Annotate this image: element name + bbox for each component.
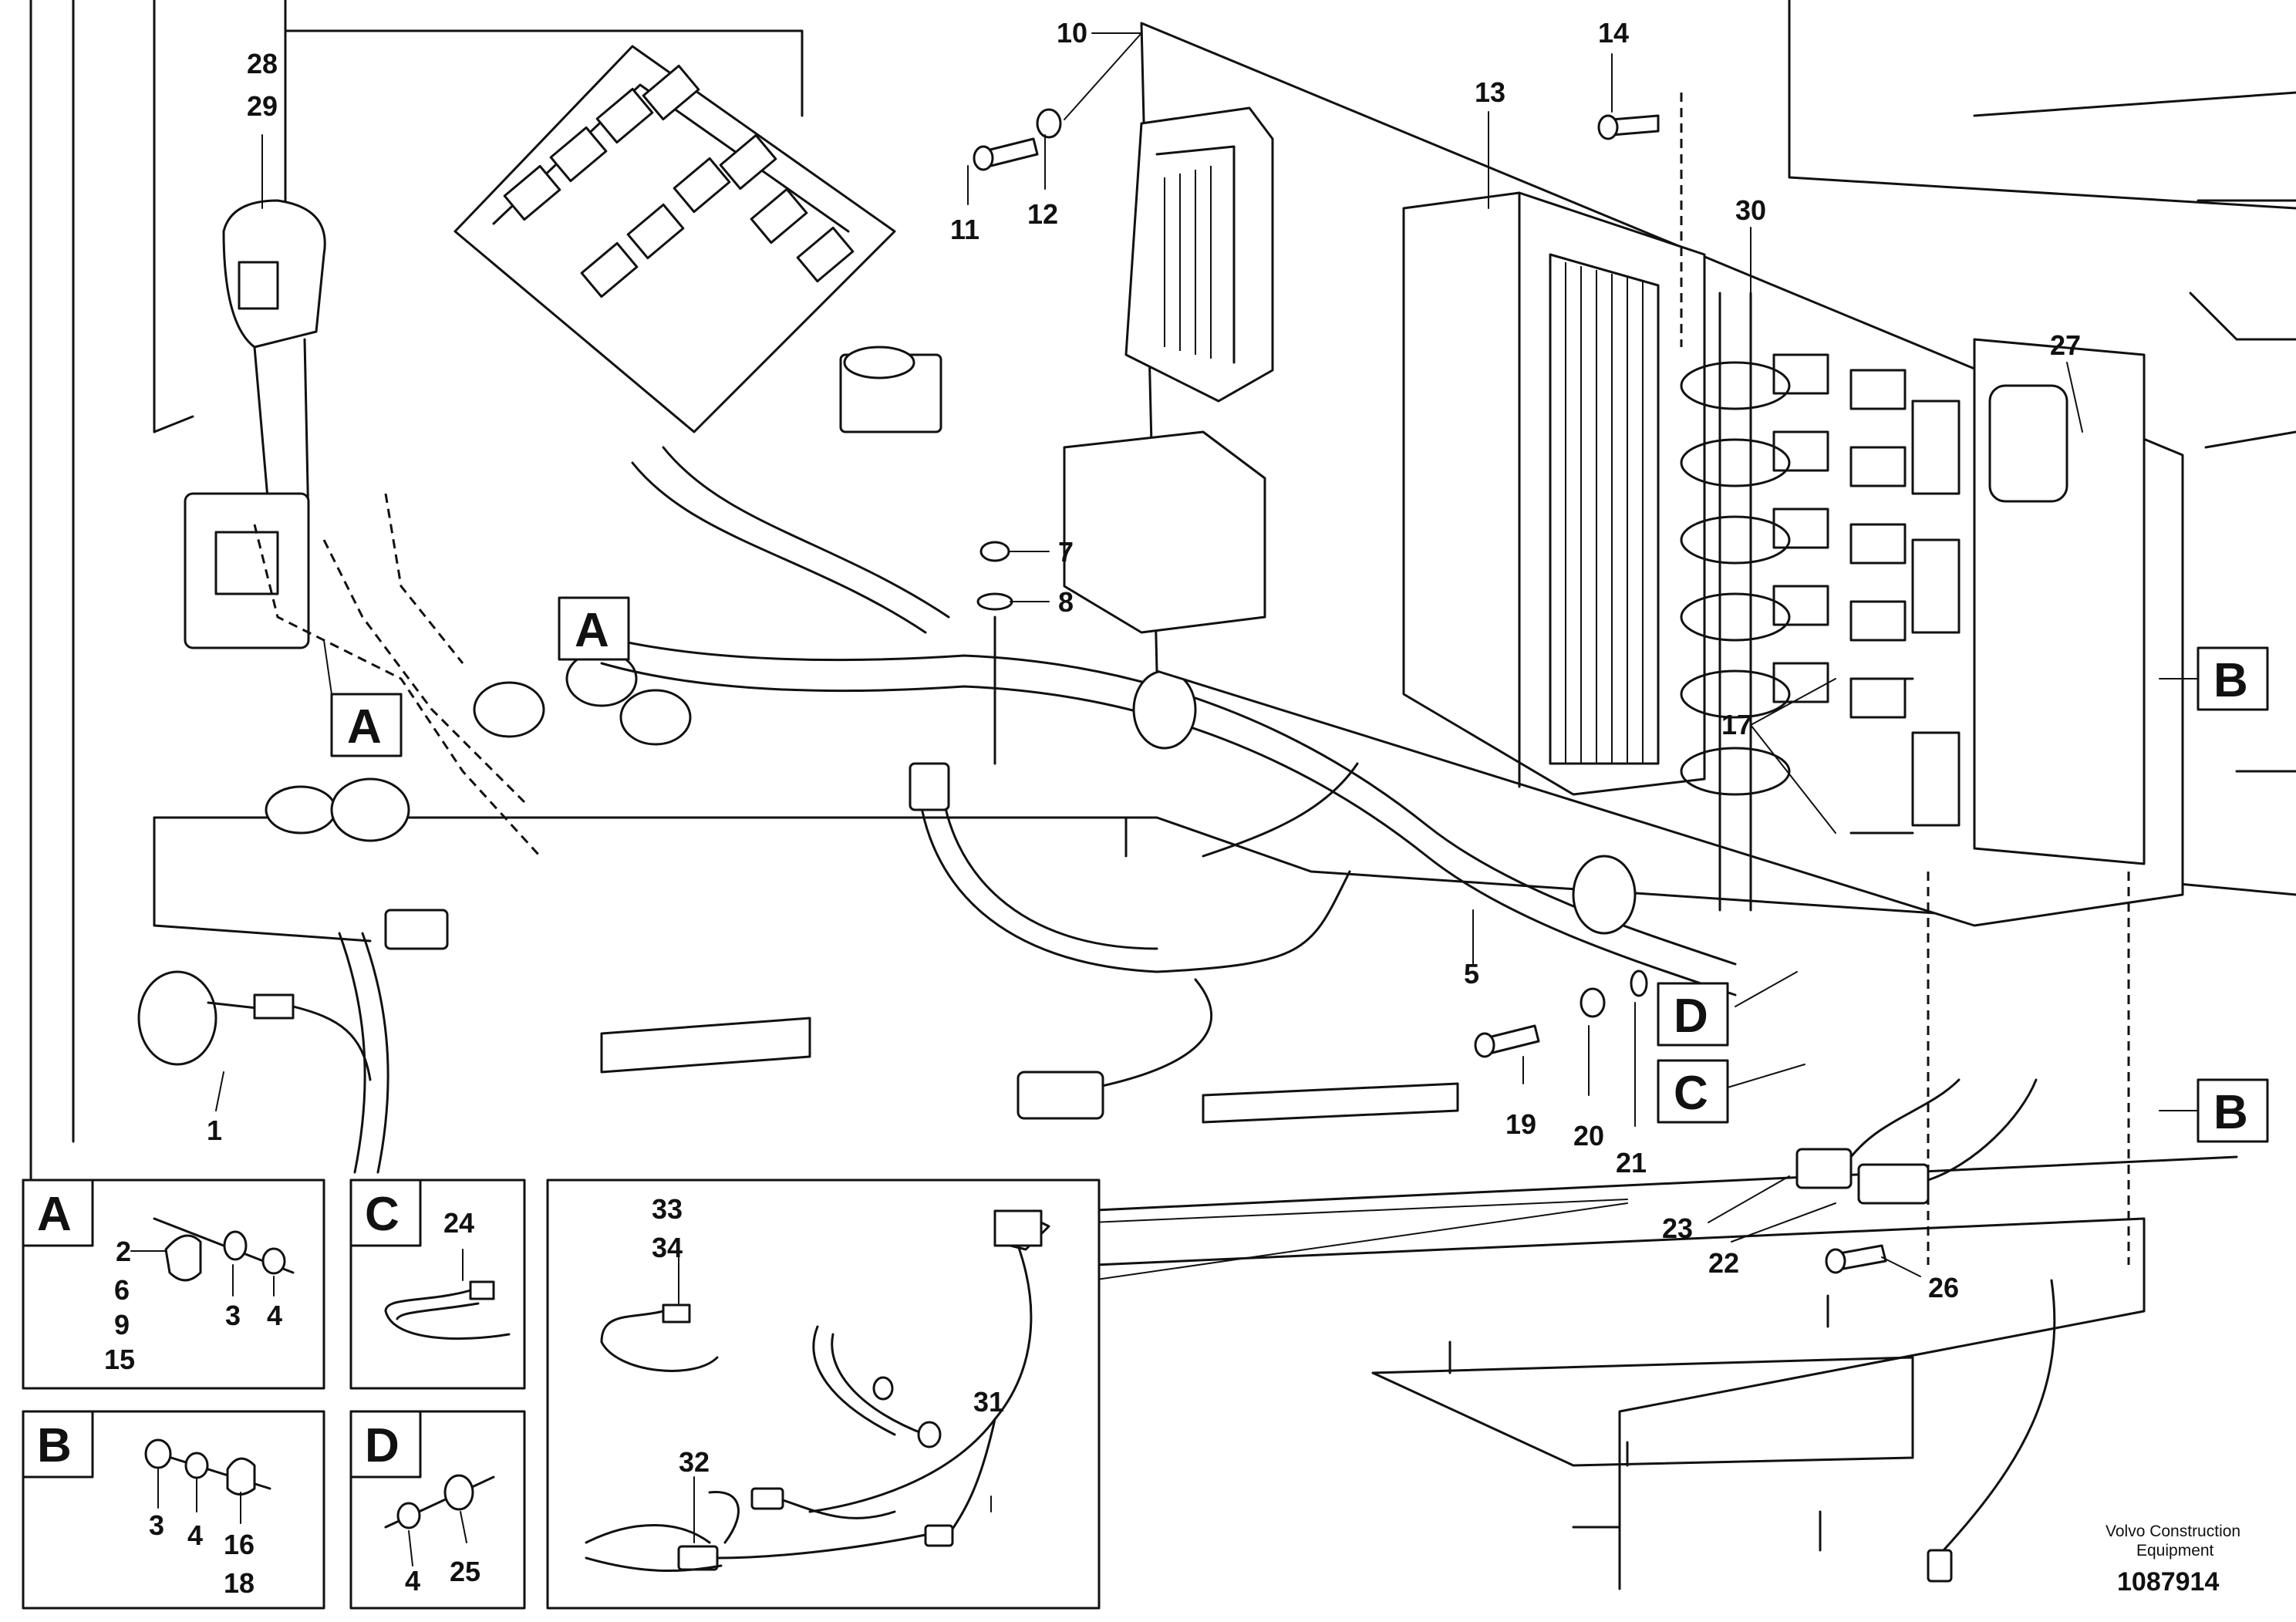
- main-harness: [137, 292, 1737, 1174]
- marker-a-lower: A: [347, 700, 382, 754]
- callout-27: 27: [2050, 329, 2081, 361]
- cab-structure: [29, 0, 2296, 1590]
- boxed-markers: A A B B D C: [330, 596, 2269, 1143]
- callout-14: 14: [1598, 17, 1629, 49]
- detail-part-33: 33: [652, 1193, 683, 1225]
- marker-a-upper: A: [575, 604, 609, 657]
- inset-c-title: C: [365, 1188, 400, 1241]
- connector-group-22-23: [1795, 1078, 2056, 1583]
- callout-8: 8: [1058, 586, 1074, 618]
- watermark: Volvo Construction Equipment 1087914: [2106, 1523, 2240, 1597]
- detail-part-31: 31: [973, 1386, 1004, 1418]
- callout-28: 28: [247, 48, 278, 79]
- inset-b-part-4: 4: [187, 1519, 203, 1551]
- inset-d-part-25: 25: [450, 1556, 480, 1587]
- leader-lines: [215, 32, 2199, 1281]
- inset-b-title: B: [37, 1419, 72, 1472]
- callout-17: 17: [1721, 709, 1752, 740]
- inset-a-part-3: 3: [225, 1300, 241, 1331]
- inset-a-title: A: [37, 1188, 72, 1241]
- detail-part-32: 32: [679, 1446, 710, 1478]
- callout-numbers: 10 11 12 14 13 30 27 28 29 7 8 5 17 19 2…: [207, 17, 2081, 1303]
- callout-23: 23: [1662, 1212, 1693, 1244]
- callout-7: 7: [1058, 536, 1074, 568]
- inset-c-part-24: 24: [443, 1207, 474, 1239]
- controller-module-13: [1402, 191, 1706, 796]
- callout-21: 21: [1616, 1147, 1647, 1179]
- marker-b-lower: B: [2213, 1086, 2248, 1139]
- callout-26: 26: [1928, 1272, 1959, 1303]
- marker-c: C: [1674, 1067, 1708, 1120]
- inset-c: C 24: [349, 1179, 526, 1390]
- inset-a: A 2 6 9 15 3 4: [22, 1179, 325, 1390]
- callout-12: 12: [1027, 198, 1058, 230]
- marker-b-upper: B: [2213, 654, 2248, 707]
- mounting-plate: [1063, 22, 2184, 1265]
- marker-d: D: [1674, 990, 1708, 1043]
- inset-a-part-15: 15: [104, 1344, 135, 1375]
- inset-b-part-16: 16: [224, 1529, 255, 1560]
- inset-d-part-4: 4: [405, 1565, 420, 1597]
- inset-d-title: D: [365, 1419, 400, 1472]
- switch-panel: [184, 45, 942, 950]
- sensor-item-1: [137, 970, 372, 1081]
- callout-30: 30: [1735, 194, 1766, 226]
- callout-22: 22: [1708, 1247, 1739, 1279]
- joystick-knob: [222, 199, 326, 526]
- inset-harness-detail: 33 34 32 31: [546, 1179, 1101, 1610]
- inset-b: B 3 4 16 18: [22, 1410, 325, 1610]
- callout-5: 5: [1464, 958, 1479, 990]
- callout-11: 11: [950, 214, 979, 245]
- upper-module-10: [1124, 106, 1274, 403]
- callout-1: 1: [207, 1114, 222, 1146]
- inset-b-part-3: 3: [149, 1509, 164, 1541]
- callout-20: 20: [1573, 1120, 1604, 1152]
- inset-a-part-6: 6: [114, 1274, 130, 1306]
- document-number: 1087914: [2117, 1567, 2219, 1597]
- inset-d: D 4 25: [349, 1410, 526, 1610]
- inset-a-part-9: 9: [114, 1309, 130, 1340]
- fuse-relay-board: [1772, 338, 2146, 865]
- callout-10: 10: [1057, 17, 1087, 49]
- callout-19: 19: [1505, 1108, 1536, 1140]
- brand-line-1: Volvo Construction: [2106, 1523, 2240, 1540]
- left-connectors: [184, 346, 942, 950]
- brand-line-2: Equipment: [2136, 1542, 2214, 1560]
- callout-29: 29: [247, 90, 278, 122]
- inset-b-part-18: 18: [224, 1567, 255, 1599]
- callout-13: 13: [1475, 76, 1505, 108]
- detail-part-34: 34: [652, 1232, 683, 1263]
- rocker-switches: [503, 64, 855, 298]
- spiral-loom-30: [1680, 292, 1791, 912]
- inset-a-part-2: 2: [116, 1236, 131, 1267]
- inset-a-part-4: 4: [267, 1300, 282, 1331]
